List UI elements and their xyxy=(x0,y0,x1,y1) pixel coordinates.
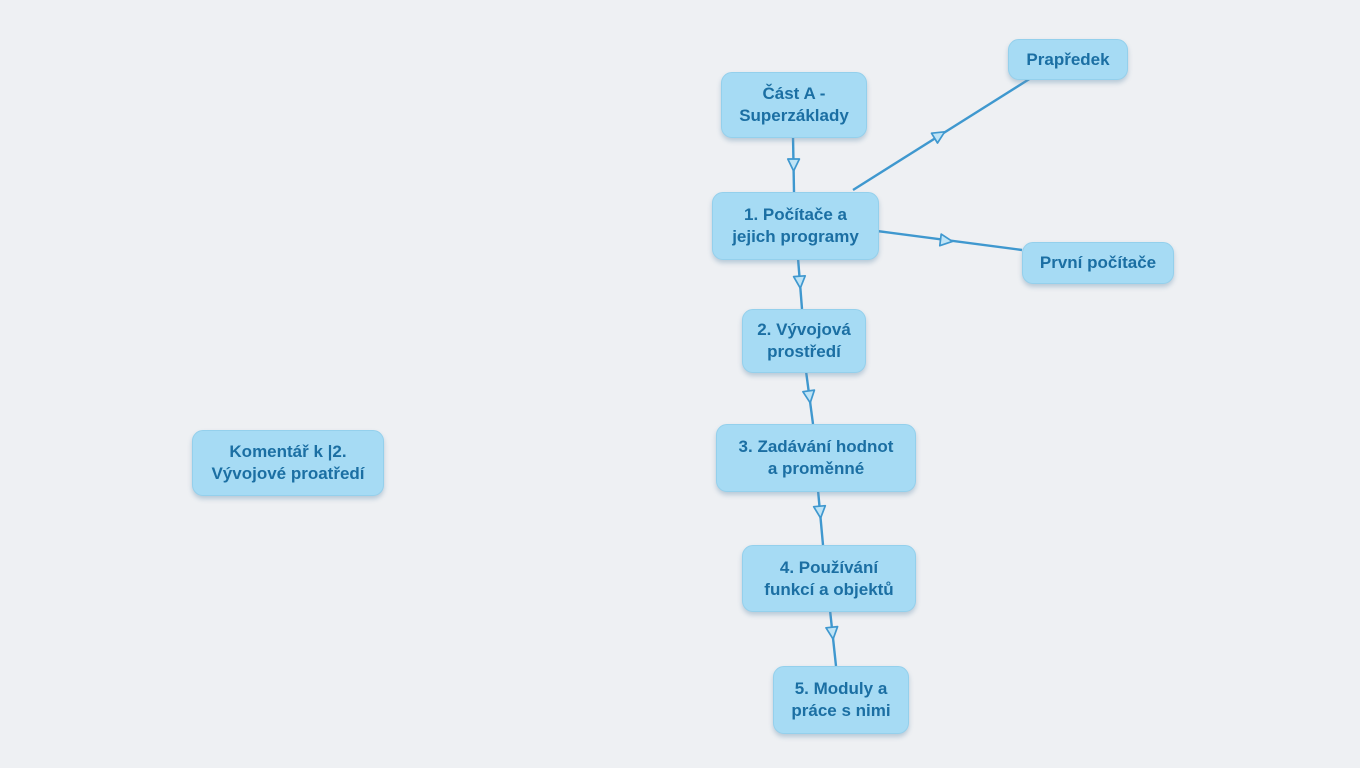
node-label: 5. Moduly a práce s nimi xyxy=(791,679,891,720)
node-label: První počítače xyxy=(1039,253,1157,272)
node-4-pouzivani[interactable]: 4. Používání funkcí a objektů xyxy=(742,545,916,612)
node-1-pocitace[interactable]: 1. Počítače a jejich programy xyxy=(712,192,879,260)
node-label: Komentář k |2. Vývojové proatředí xyxy=(211,442,365,483)
node-label: 2. Vývojová prostředí xyxy=(757,320,851,361)
edge-node1-to-prvni-pocitace xyxy=(876,229,1023,252)
node-komentar[interactable]: Komentář k |2. Vývojové proatředí xyxy=(192,430,384,496)
edge-node4-to-node5 xyxy=(825,609,839,667)
edge-node3-to-node4 xyxy=(812,489,827,546)
node-prapredek[interactable]: Prapředek xyxy=(1008,39,1128,80)
edge-node1-to-prapredek xyxy=(852,76,1032,192)
node-label: Prapředek xyxy=(1026,49,1110,69)
node-label: 1. Počítače a jejich programy xyxy=(732,205,859,246)
node-cast-a[interactable]: Část A - Superzáklady xyxy=(721,72,867,138)
edge-cast-a-to-node1 xyxy=(786,135,801,193)
node-label: 3. Zadávání hodnot a proměnné xyxy=(738,437,894,478)
node-label: 4. Používání funkcí a objektů xyxy=(764,557,894,599)
edge-node1-to-node2 xyxy=(792,257,807,310)
node-label: Část A - Superzáklady xyxy=(739,84,849,125)
node-prvni-pocitace[interactable]: První počítače xyxy=(1022,242,1174,284)
node-2-vyvojova[interactable]: 2. Vývojová prostředí xyxy=(742,309,866,373)
edge-node2-to-node3 xyxy=(802,370,816,425)
node-3-zadavani[interactable]: 3. Zadávání hodnot a proměnné xyxy=(716,424,916,492)
node-5-moduly[interactable]: 5. Moduly a práce s nimi xyxy=(773,666,909,734)
